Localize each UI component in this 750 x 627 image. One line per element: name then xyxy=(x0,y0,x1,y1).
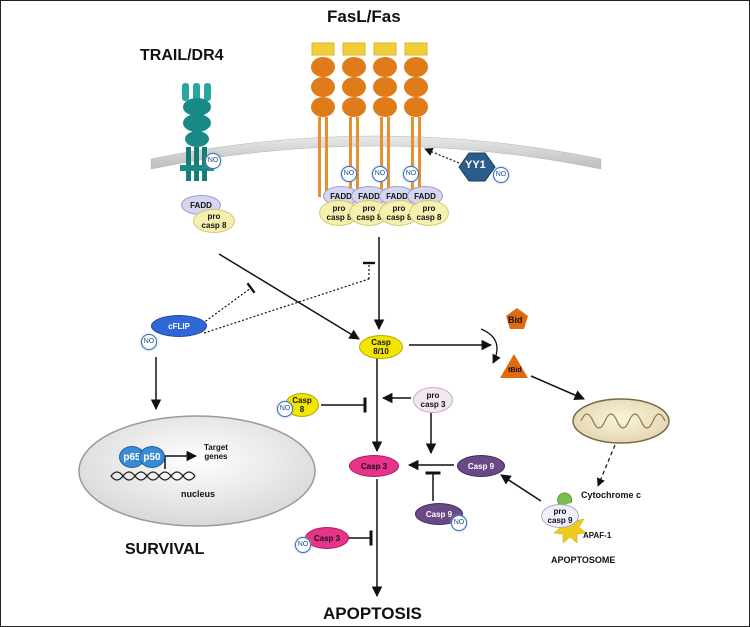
fas-receptor-3 xyxy=(373,42,397,197)
survival-label: SURVIVAL xyxy=(125,541,205,558)
casp3-node: Casp 3 xyxy=(349,455,399,477)
casp810-line1: Casp xyxy=(371,338,391,347)
edge-yy1-to-fas xyxy=(424,147,460,164)
procasp8-line2: casp 8 xyxy=(356,213,382,222)
fasl-fas-title: FasL/Fas xyxy=(327,7,401,26)
no-badge: NO xyxy=(205,153,221,169)
cytochrome-c-crescent xyxy=(557,492,573,507)
procasp8-line1: pro xyxy=(332,204,346,213)
procasp9-line2: casp 9 xyxy=(547,516,573,525)
procasp8-line1: pro xyxy=(362,204,376,213)
no-badge: NO xyxy=(295,537,311,553)
nucleus-label: nucleus xyxy=(181,489,216,499)
edge-trail-to-casp810 xyxy=(218,253,360,340)
procasp8-line1: pro xyxy=(392,204,406,213)
mitochondrion xyxy=(572,398,670,444)
procasp9-node: pro casp 9 xyxy=(541,504,579,528)
tbid-label: tBid xyxy=(508,367,522,374)
cflip-node: cFLIP xyxy=(151,315,207,337)
fas-receptor-2 xyxy=(342,42,366,197)
procasp8-line2: casp 8 xyxy=(201,221,227,230)
procasp8-line2: casp 8 xyxy=(386,213,412,222)
edge-bid-to-tbid xyxy=(480,328,501,364)
p65-node: p65 xyxy=(119,446,145,468)
no-casp3-node: Casp 3 xyxy=(305,527,349,549)
no-badge: NO xyxy=(493,167,509,183)
procasp8-line1: pro xyxy=(207,212,221,221)
no-badge: NO xyxy=(141,334,157,350)
procasp3-line2: casp 3 xyxy=(420,400,446,409)
no-badge: NO xyxy=(451,515,467,531)
trail-dr4-title: TRAIL/DR4 xyxy=(140,47,224,64)
procasp8-line2: casp 8 xyxy=(326,213,352,222)
cell-membrane xyxy=(150,135,602,170)
procasp9-line1: pro xyxy=(553,507,567,516)
edge-tbid-to-mito xyxy=(530,375,585,401)
trail-receptor xyxy=(180,83,214,181)
bid-label: Bid xyxy=(508,315,523,325)
procasp3-node: pro casp 3 xyxy=(413,387,453,413)
edge-cflip-inhibits-trail xyxy=(198,282,256,327)
casp8-line2: 8 xyxy=(299,405,305,414)
casp810-node: Casp 8/10 xyxy=(359,335,403,359)
no-badge: NO xyxy=(403,166,419,182)
nucleus-shape xyxy=(78,415,316,527)
fas-receptor-1 xyxy=(311,42,335,197)
tbid-triangle xyxy=(500,354,528,378)
apoptosome-label: APOPTOSOME xyxy=(551,555,616,565)
apoptosis-label: APOPTOSIS xyxy=(323,604,422,623)
casp810-line2: 8/10 xyxy=(373,347,389,356)
edge-apoptosome-to-casp9 xyxy=(500,474,542,502)
edge-cflip-inhibits-fas xyxy=(203,278,370,334)
fas-receptor-4 xyxy=(404,42,428,197)
casp9-node: Casp 9 xyxy=(457,455,505,477)
procasp8-fas-4: pro casp 8 xyxy=(409,200,449,226)
transcription-arrow xyxy=(164,450,198,469)
no-badge: NO xyxy=(341,166,357,182)
yy1-hexagon xyxy=(458,152,496,182)
dna-helix xyxy=(110,471,196,481)
target-line1: Target xyxy=(204,443,228,452)
procasp8-line1: pro xyxy=(422,204,436,213)
procasp8-trail: pro casp 8 xyxy=(193,209,235,233)
no-badge: NO xyxy=(277,401,293,417)
target-line2: genes xyxy=(204,452,228,461)
procasp8-line2: casp 8 xyxy=(416,213,442,222)
no-badge: NO xyxy=(372,166,388,182)
casp8-line1: Casp xyxy=(292,396,312,405)
edge-mito-to-cytc xyxy=(597,444,616,487)
target-genes-label: Target genes xyxy=(204,443,228,461)
yy1-label: YY1 xyxy=(465,159,486,171)
apaf1-label: APAF-1 xyxy=(583,531,612,540)
p50-node: p50 xyxy=(139,446,165,468)
bid-pentagon xyxy=(506,308,528,329)
procasp3-line1: pro xyxy=(426,391,440,400)
cytochrome-c-label: Cytochrome c xyxy=(581,490,642,500)
